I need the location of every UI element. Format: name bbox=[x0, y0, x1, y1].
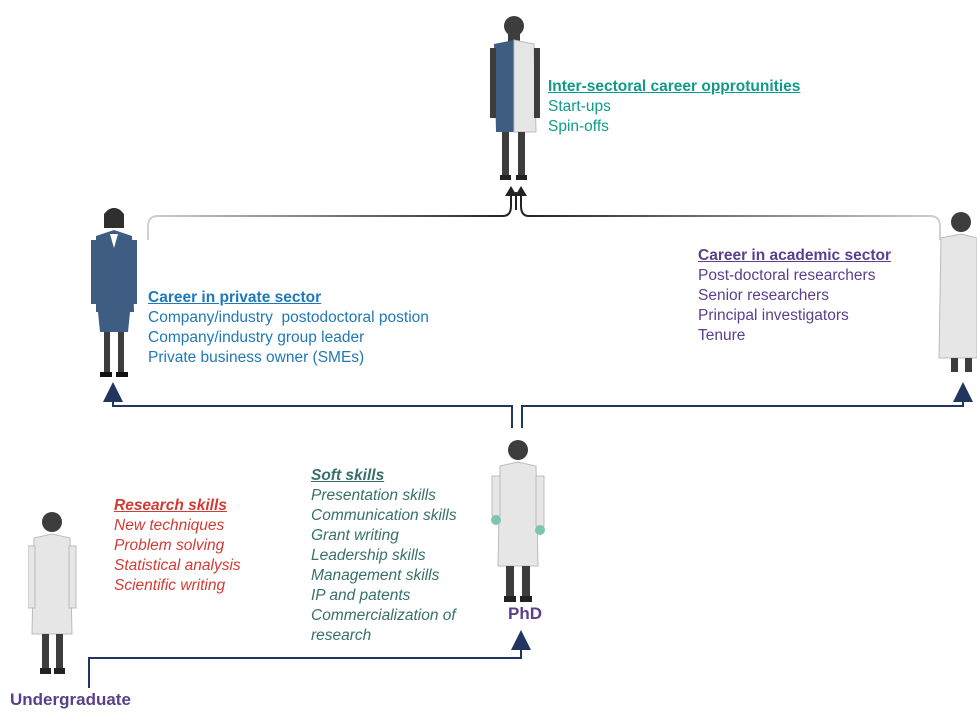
soft-skills-item: Presentation skills bbox=[311, 487, 436, 504]
inter-sectoral-item: Start-ups bbox=[548, 98, 611, 115]
entrepreneur-figure bbox=[490, 16, 540, 180]
academic-figure bbox=[938, 212, 977, 372]
arrow-academic-to-intersectoral bbox=[520, 194, 941, 240]
soft-skills-item: Management skills bbox=[311, 567, 440, 584]
arrow-phd-to-academic bbox=[521, 382, 973, 428]
inter-sectoral-block: Inter-sectoral career opprotunities Star… bbox=[548, 77, 800, 137]
private-sector-item: Company/industry group leader bbox=[148, 329, 365, 346]
inter-sectoral-title: Inter-sectoral career opprotunities bbox=[548, 78, 801, 95]
research-skills-title: Research skills bbox=[114, 497, 227, 514]
research-skills-item: Scientific writing bbox=[114, 577, 226, 594]
phd-figure bbox=[491, 440, 545, 602]
private-sector-title: Career in private sector bbox=[148, 289, 322, 306]
private-sector-item: Private business owner (SMEs) bbox=[148, 349, 365, 366]
soft-skills-item: Grant writing bbox=[311, 527, 399, 544]
research-skills-block: Research skills New techniques Problem s… bbox=[114, 496, 241, 596]
academic-sector-title: Career in academic sector bbox=[698, 247, 891, 264]
inter-sectoral-item: Spin-offs bbox=[548, 118, 609, 135]
soft-skills-item: research bbox=[311, 627, 372, 644]
arrow-phd-to-private bbox=[103, 382, 513, 428]
phd-label: PhD bbox=[508, 604, 542, 623]
private-sector-block: Career in private sector Company/industr… bbox=[148, 288, 429, 368]
academic-sector-item: Principal investigators bbox=[698, 307, 849, 324]
research-skills-item: Statistical analysis bbox=[114, 557, 241, 574]
private-sector-item: Company/industry postodoctoral postion bbox=[148, 309, 429, 326]
academic-sector-item: Senior researchers bbox=[698, 287, 829, 304]
academic-sector-item: Post-doctoral researchers bbox=[698, 267, 876, 284]
research-skills-item: Problem solving bbox=[114, 537, 225, 554]
academic-sector-item: Tenure bbox=[698, 327, 746, 344]
academic-sector-block: Career in academic sector Post-doctoral … bbox=[698, 246, 891, 346]
soft-skills-item: IP and patents bbox=[311, 587, 411, 604]
undergraduate-label: Undergraduate bbox=[10, 690, 131, 709]
research-skills-item: New techniques bbox=[114, 517, 225, 534]
soft-skills-block: Soft skills Presentation skills Communic… bbox=[311, 466, 457, 646]
arrow-private-to-intersectoral bbox=[147, 194, 512, 240]
soft-skills-item: Leadership skills bbox=[311, 547, 426, 564]
businesswoman-figure bbox=[91, 208, 137, 377]
soft-skills-item: Commercialization of bbox=[311, 607, 456, 624]
undergraduate-figure bbox=[28, 512, 77, 674]
arrow-undergrad-to-phd bbox=[88, 630, 531, 688]
soft-skills-item: Communication skills bbox=[311, 507, 457, 524]
soft-skills-title: Soft skills bbox=[311, 467, 385, 484]
